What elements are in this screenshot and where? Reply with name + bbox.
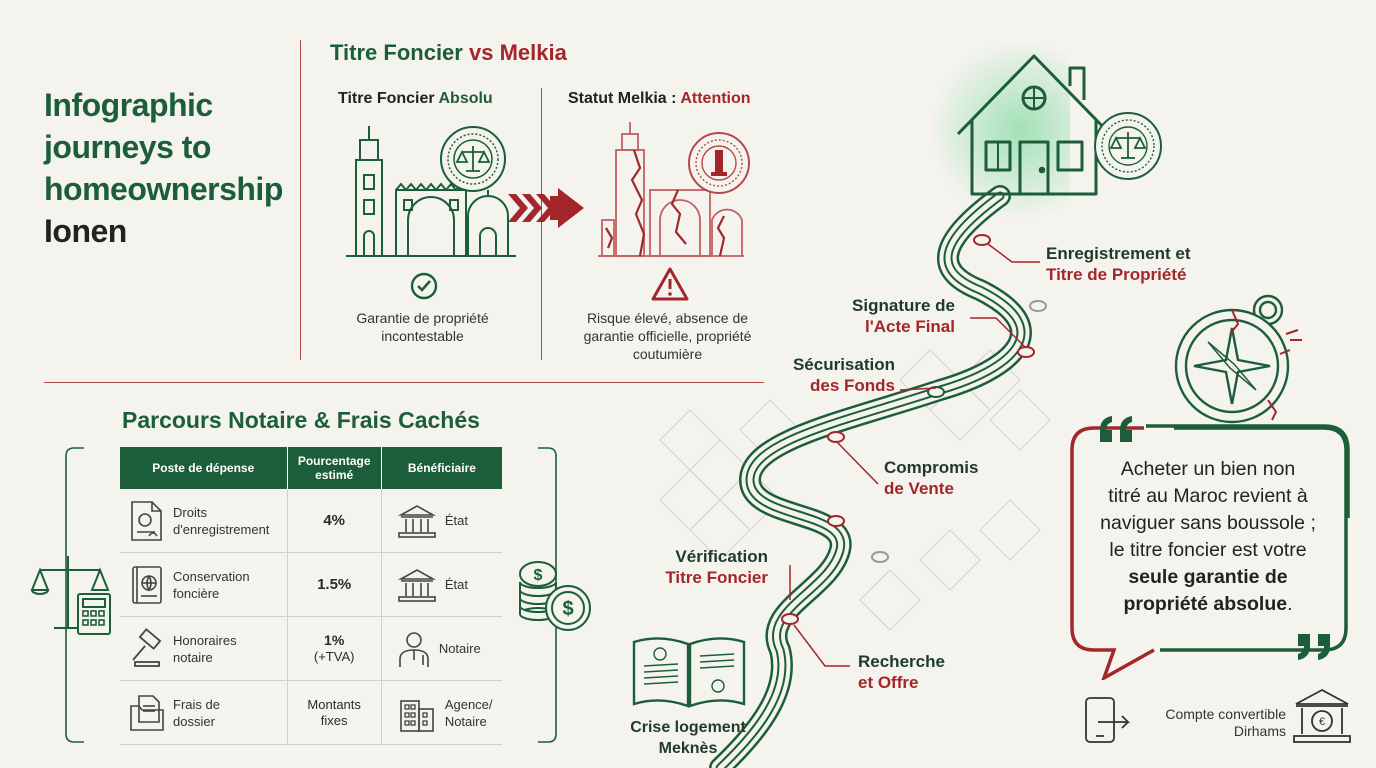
red-seal-icon [688,132,750,194]
document-stamp-icon [131,500,162,541]
phone-transfer-icon [1085,697,1131,743]
fees-table: Poste de dépense Pourcentage estimé Béné… [120,447,502,745]
quote-open-icon [1100,416,1132,442]
titre-foncier-title: Titre Foncier Absolu [338,90,493,107]
row-3-beneficiary: Notaire [438,641,481,656]
check-circle-icon [410,272,438,300]
waypoint-marker [1017,346,1035,358]
notaire-section-title: Parcours Notaire & Frais Cachés [122,407,480,433]
waypoint-marker [827,515,845,527]
government-building-icon [397,504,436,538]
svg-text:€: € [1319,716,1325,728]
row-2-pct: 1.5% [317,576,352,593]
government-building-icon [397,568,436,602]
comparison-title: Titre Foncier vs Melkia [330,40,567,65]
svg-text:$: $ [562,598,573,620]
cracked-monument-icon [598,122,744,257]
scale-calculator-icon [30,556,111,635]
row-4-beneficiary: Agence/Notaire [444,696,493,729]
header-beneficiaire: Bénéficiaire [381,447,502,489]
row-1-pct: 4% [323,512,346,529]
waypoint-marker [927,386,945,398]
table-header-row: Poste de dépense Pourcentage estimé Béné… [120,447,502,489]
titled-monument-icon [346,126,516,257]
transition-arrow-icon [508,188,584,228]
passport-book-icon [132,565,162,604]
bank-dirham-icon: € [1293,688,1351,743]
person-icon [399,631,429,667]
green-seal-icon [440,126,506,192]
coins-dollar-icon: $ $ [519,561,591,631]
folder-icon [130,694,164,731]
house-seal-icon [1094,112,1162,180]
header-poste: Poste de dépense [120,447,288,489]
divider-vertical-left [300,40,301,360]
svg-text:$: $ [534,567,543,584]
broken-compass-icon [1174,294,1302,424]
waypoint-marker [781,613,799,625]
main-title: Infographic journeys to homeownership Io… [44,87,283,249]
quote-text: Acheter un bien non titré au Maroc revie… [1100,458,1316,615]
waypoint-marker [973,234,991,246]
row-3-pct: 1%(+TVA) [313,632,355,664]
header-pourcentage: Pourcentage estimé [287,447,382,489]
gavel-icon [132,627,162,667]
waypoint-marker [827,431,845,443]
journey-road [659,40,1070,768]
waypoint-marker [871,551,889,563]
divider-horizontal [44,382,764,383]
office-building-icon [400,699,434,732]
divider-vertical-middle [541,88,542,360]
titre-foncier-caption: Garantie de propriété incontestable [356,310,489,344]
open-book-icon [632,637,746,708]
quote-close-icon [1298,634,1330,660]
melkia-title: Statut Melkia : Attention [568,90,751,107]
warning-icon [651,267,689,301]
waypoint-marker [1029,300,1047,312]
row-1-beneficiary: État [444,513,468,528]
row-2-beneficiary: État [444,577,468,592]
melkia-caption: Risque élevé, absence de garantie offici… [583,310,752,362]
quote-frame [1070,424,1350,680]
